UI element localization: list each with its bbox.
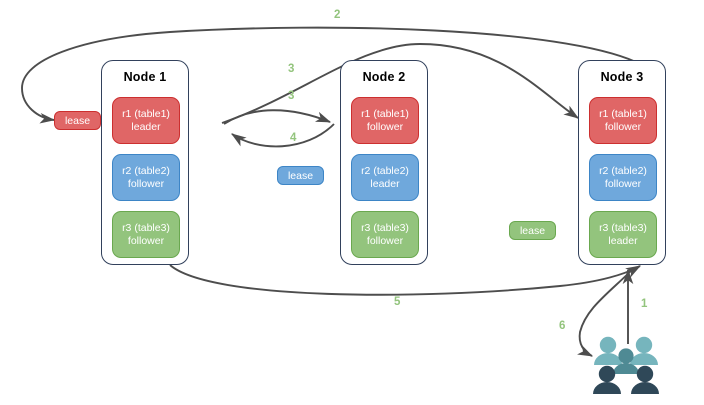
edge-label-4: 4	[290, 132, 297, 144]
edge-label-2: 2	[334, 9, 341, 21]
edge-5-path	[169, 264, 641, 296]
edge-4-path	[231, 123, 335, 148]
edge-label-1: 1	[641, 298, 648, 310]
node-3-replica-r2[interactable]: r2 (table2) follower	[589, 154, 657, 201]
edge-2-path	[21, 26, 637, 124]
lease-badge-r1-label: lease	[64, 114, 91, 127]
node-3-replica-r2-name: r2 (table2)	[599, 164, 647, 177]
node-1-replica-r2-name: r2 (table2)	[122, 164, 170, 177]
edge-label-3b: 3	[288, 90, 295, 102]
node-2-replica-r3[interactable]: r3 (table3) follower	[351, 211, 419, 258]
node-1-replica-r1-role: leader	[131, 120, 161, 133]
edge-label-3a: 3	[288, 63, 295, 75]
lease-badge-r1[interactable]: lease	[54, 111, 101, 130]
edge-label-5: 5	[394, 296, 401, 308]
node-2-replica-r2-role: leader	[370, 177, 400, 190]
node-2-replica-r1-role: follower	[366, 120, 404, 133]
node-2-replica-r3-role: follower	[366, 234, 404, 247]
node-3-replica-r1-role: follower	[604, 120, 642, 133]
node-3-container[interactable]: Node 3 r1 (table1) follower r2 (table2) …	[578, 60, 666, 265]
node-1-replica-r1-name: r1 (table1)	[122, 107, 170, 120]
node-3-replica-r1-name: r1 (table1)	[599, 107, 647, 120]
node-2-container[interactable]: Node 2 r1 (table1) follower r2 (table2) …	[340, 60, 428, 265]
node-3-replica-r1[interactable]: r1 (table1) follower	[589, 97, 657, 144]
lease-badge-r3-label: lease	[519, 224, 546, 237]
node-1-replica-r1[interactable]: r1 (table1) leader	[112, 97, 180, 144]
node-3-replica-r3-role: leader	[608, 234, 638, 247]
edge-6-path	[577, 267, 635, 357]
node-2-replica-r3-name: r3 (table3)	[361, 221, 409, 234]
node-1-replica-r3-role: follower	[127, 234, 165, 247]
node-1-replica-r2-role: follower	[127, 177, 165, 190]
node-1-title: Node 1	[123, 70, 167, 84]
lease-badge-r3[interactable]: lease	[509, 221, 556, 240]
lease-badge-r2-label: lease	[287, 169, 314, 182]
edge-label-6: 6	[559, 320, 566, 332]
node-3-title: Node 3	[600, 70, 644, 84]
node-2-title: Node 2	[362, 70, 406, 84]
node-2-replica-r2-name: r2 (table2)	[361, 164, 409, 177]
node-3-replica-r3[interactable]: r3 (table3) leader	[589, 211, 657, 258]
node-1-replica-r3-name: r3 (table3)	[122, 221, 170, 234]
node-1-container[interactable]: Node 1 r1 (table1) leader r2 (table2) fo…	[101, 60, 189, 265]
node-2-replica-r1[interactable]: r1 (table1) follower	[351, 97, 419, 144]
lease-badge-r2[interactable]: lease	[277, 166, 324, 185]
node-2-replica-r1-name: r1 (table1)	[361, 107, 409, 120]
edge-3-long-path	[221, 43, 579, 124]
edge-3-short-path	[223, 109, 332, 125]
node-2-replica-r2[interactable]: r2 (table2) leader	[351, 154, 419, 201]
node-1-replica-r3[interactable]: r3 (table3) follower	[112, 211, 180, 258]
node-3-replica-r2-role: follower	[604, 177, 642, 190]
node-3-replica-r3-name: r3 (table3)	[599, 221, 647, 234]
users-icon	[593, 336, 659, 394]
node-1-replica-r2[interactable]: r2 (table2) follower	[112, 154, 180, 201]
